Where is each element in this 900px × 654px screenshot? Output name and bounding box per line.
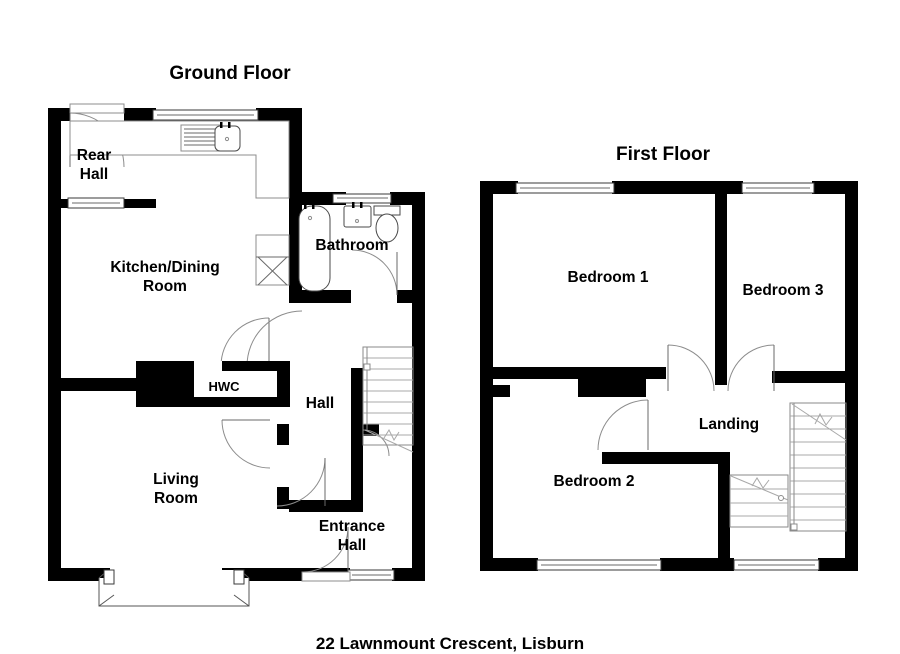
room-label-rear-hall-line2: Hall — [80, 166, 108, 183]
bay-window-fixture — [98, 569, 250, 607]
room-label-entrance-line2: Hall — [338, 537, 366, 554]
ground-floor-windows — [67, 109, 395, 581]
drainer-fixture — [180, 124, 222, 152]
rear-hall-external-door — [69, 103, 125, 114]
sink-fixture — [214, 122, 241, 152]
staircase-fixture-first — [729, 402, 847, 532]
room-label-bedroom-1: Bedroom 1 — [568, 269, 649, 286]
room-label-living-line2: Room — [154, 490, 198, 507]
room-label-hall: Hall — [306, 395, 334, 412]
room-label-bedroom-2: Bedroom 2 — [554, 473, 635, 490]
room-label-bathroom: Bathroom — [315, 237, 388, 254]
toilet-fixture — [373, 205, 401, 243]
room-label-kitchen-line2: Room — [143, 278, 187, 295]
staircase-fixture-ground — [362, 346, 414, 453]
first-floor-labels: Bedroom 1 Bedroom 3 Bedroom 2 Landing — [554, 269, 824, 490]
ground-floor-doors — [69, 103, 398, 582]
room-label-landing: Landing — [699, 416, 759, 433]
ground-floor-labels: Rear Hall Kitchen/Dining Room Bathroom H… — [77, 147, 389, 554]
kitchen-fixtures — [69, 120, 290, 286]
room-label-kitchen-line1: Kitchen/Dining — [110, 259, 219, 276]
room-label-rear-hall-line1: Rear — [77, 147, 111, 164]
room-label-hwc: HWC — [208, 379, 240, 394]
ground-floor-title: Ground Floor — [169, 63, 291, 84]
first-floor-doors — [597, 344, 775, 451]
wash-basin-fixture — [343, 202, 372, 228]
kitchen-appliance — [255, 234, 290, 286]
bathroom-fixtures — [298, 202, 401, 292]
plan-caption: 22 Lawnmount Crescent, Lisburn — [316, 634, 584, 653]
front-door — [301, 571, 351, 582]
first-floor-title: First Floor — [616, 144, 711, 165]
room-label-living-line1: Living — [153, 471, 199, 488]
room-label-entrance-line1: Entrance — [319, 518, 386, 535]
first-floor-walls — [480, 181, 858, 571]
bathtub-fixture — [298, 202, 331, 292]
room-label-bedroom-3: Bedroom 3 — [743, 282, 824, 299]
first-floor-windows — [515, 182, 820, 571]
